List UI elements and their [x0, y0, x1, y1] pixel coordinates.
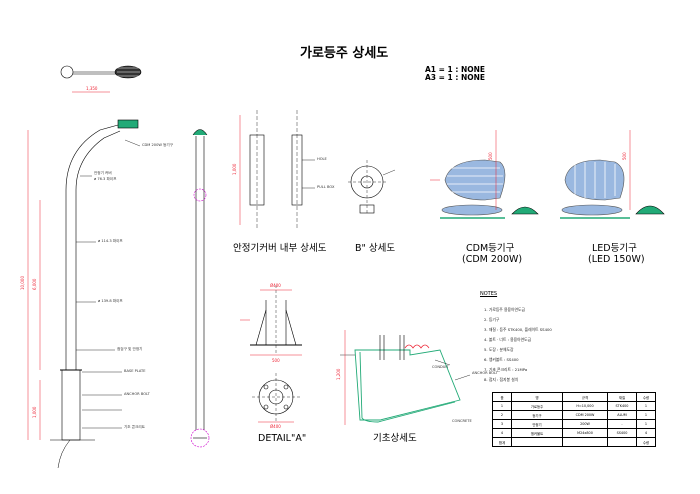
table-cell: 규격: [562, 392, 608, 402]
leader-label: ø 114.3 파이프: [98, 239, 123, 243]
pole-elevation: [27, 119, 141, 469]
base-plate-section: [240, 285, 302, 356]
table-header-row: 품 명 규격 재질 수량: [492, 392, 656, 402]
caption-cdm-spec: (CDM 200W): [462, 254, 523, 265]
table-row: 4 앵커볼트 M24x800 SS400 4: [492, 428, 656, 438]
svg-text:6,000: 6,000: [32, 278, 37, 290]
table-cell: SS400: [607, 428, 637, 438]
drawing-title: 가로등주 상세도: [300, 46, 389, 61]
table-cell: H=10,000: [562, 401, 608, 411]
table-cell: 1: [636, 410, 656, 420]
table-cell: 4: [636, 428, 656, 438]
table-cell: M24x800: [562, 428, 608, 438]
led-luminaire-drawing: [560, 130, 665, 219]
note-item: 3. 재질 : 등주 STK400, 플레이트 SS400: [484, 327, 552, 332]
ballast-cover-detail: [239, 110, 315, 230]
cdm-luminaire-drawing: [430, 130, 539, 219]
table-cell: 200W: [562, 419, 608, 429]
table-cell: 1: [492, 401, 512, 411]
leader-label: CDM 200W 등기구: [142, 143, 173, 147]
table-cell: 2: [492, 410, 512, 420]
table-cell: [511, 437, 563, 447]
note-item: 4. 볼트 · 너트 : 용융아연도금: [484, 337, 532, 342]
luminaire-plan-view: [60, 65, 142, 93]
table-cell: -: [607, 419, 637, 429]
svg-text:1,350: 1,350: [86, 86, 98, 91]
leader-label: ANCHOR BOLT: [124, 392, 150, 396]
caption-led: LED등기구: [592, 243, 637, 254]
svg-text:500: 500: [488, 152, 493, 160]
table-cell: 3: [492, 419, 512, 429]
note-item: 6. 앵커볼트 : SS400: [484, 357, 519, 362]
table-cell: 안정기: [511, 419, 563, 429]
table-cell: CDM 200W: [562, 410, 608, 420]
notes-title: NOTES: [480, 291, 498, 297]
caption-cdm: CDM등기구: [466, 243, 515, 254]
table-cell: 재질: [607, 392, 637, 402]
table-cell: 앵커볼트: [511, 428, 563, 438]
caption-detail-a: DETAIL"A": [258, 433, 307, 444]
table-cell: 명: [511, 392, 563, 402]
table-cell: 합계: [492, 437, 512, 447]
scale-a3: A3 = 1 : NONE: [425, 73, 486, 82]
leader-label: CONCRETE: [452, 419, 472, 423]
leader-label: HOLE: [317, 157, 327, 161]
note-item: 2. 등기구: [484, 317, 500, 322]
svg-text:10,000: 10,000: [20, 276, 25, 290]
svg-text:Ø400: Ø400: [270, 424, 281, 429]
note-item: 1. 가로등주 용융아연도금: [484, 307, 525, 312]
leader-label: ANCHOR BOLT: [472, 371, 498, 375]
svg-text:1,000: 1,000: [232, 163, 237, 175]
table-row: 1 가로등주 H=10,000 STK400 1: [492, 401, 656, 411]
table-cell: 수량: [636, 392, 656, 402]
table-cell: 품: [492, 392, 512, 402]
table-footer-row: 합계 수량: [492, 437, 656, 447]
caption-detail-b: B" 상세도: [355, 243, 396, 254]
leader-label: ø 139.8 파이프: [98, 299, 123, 303]
pole-side-elevation: [190, 129, 210, 448]
caption-inner-detail: 안정기커버 내부 상세도: [233, 243, 327, 254]
note-item: 7. 기초 콘크리트 : 21MPa: [484, 367, 528, 372]
svg-text:500: 500: [272, 358, 280, 363]
table-cell: 1: [636, 419, 656, 429]
table-cell: ALUM: [607, 410, 637, 420]
leader-label: ø 76.3 파이프: [94, 177, 117, 181]
note-item: 5. 도장 : 분체도장: [484, 347, 514, 352]
table-row: 2 등기구 CDM 200W ALUM 1: [492, 410, 656, 420]
table-cell: 수량: [636, 437, 656, 447]
leader-label: PULL BOX: [317, 185, 335, 189]
leader-label: BASE PLATE: [124, 369, 146, 373]
leader-label: 기초 콘크리트: [124, 425, 145, 429]
foundation-detail: [340, 330, 471, 425]
svg-text:1,000: 1,000: [32, 406, 37, 418]
table-cell: 가로등주: [511, 401, 563, 411]
table-cell: 4: [492, 428, 512, 438]
leader-label: 안정기 커버: [94, 171, 112, 175]
svg-text:1,200: 1,200: [336, 368, 341, 380]
parts-table: 품 명 규격 재질 수량 1 가로등주 H=10,000 STK400 1 2 …: [492, 392, 656, 447]
svg-text:Ø400: Ø400: [270, 283, 281, 288]
table-cell: 1: [636, 401, 656, 411]
detail-b: [348, 160, 396, 215]
leader-label: CONDUIT: [432, 365, 449, 369]
table-cell: [607, 437, 637, 447]
leader-label: 점검구 및 안정기: [117, 347, 143, 351]
table-cell: [562, 437, 608, 447]
detail-a-plan: [252, 373, 300, 423]
caption-led-spec: (LED 150W): [588, 254, 645, 265]
table-cell: 등기구: [511, 410, 563, 420]
caption-foundation: 기초상세도: [373, 433, 417, 444]
note-item: 8. 접지 : 접지봉 설치: [484, 377, 519, 382]
svg-text:500: 500: [622, 152, 627, 160]
table-row: 3 안정기 200W - 1: [492, 419, 656, 429]
scale-a1: A1 = 1 : NONE: [425, 65, 486, 74]
table-cell: STK400: [607, 401, 637, 411]
